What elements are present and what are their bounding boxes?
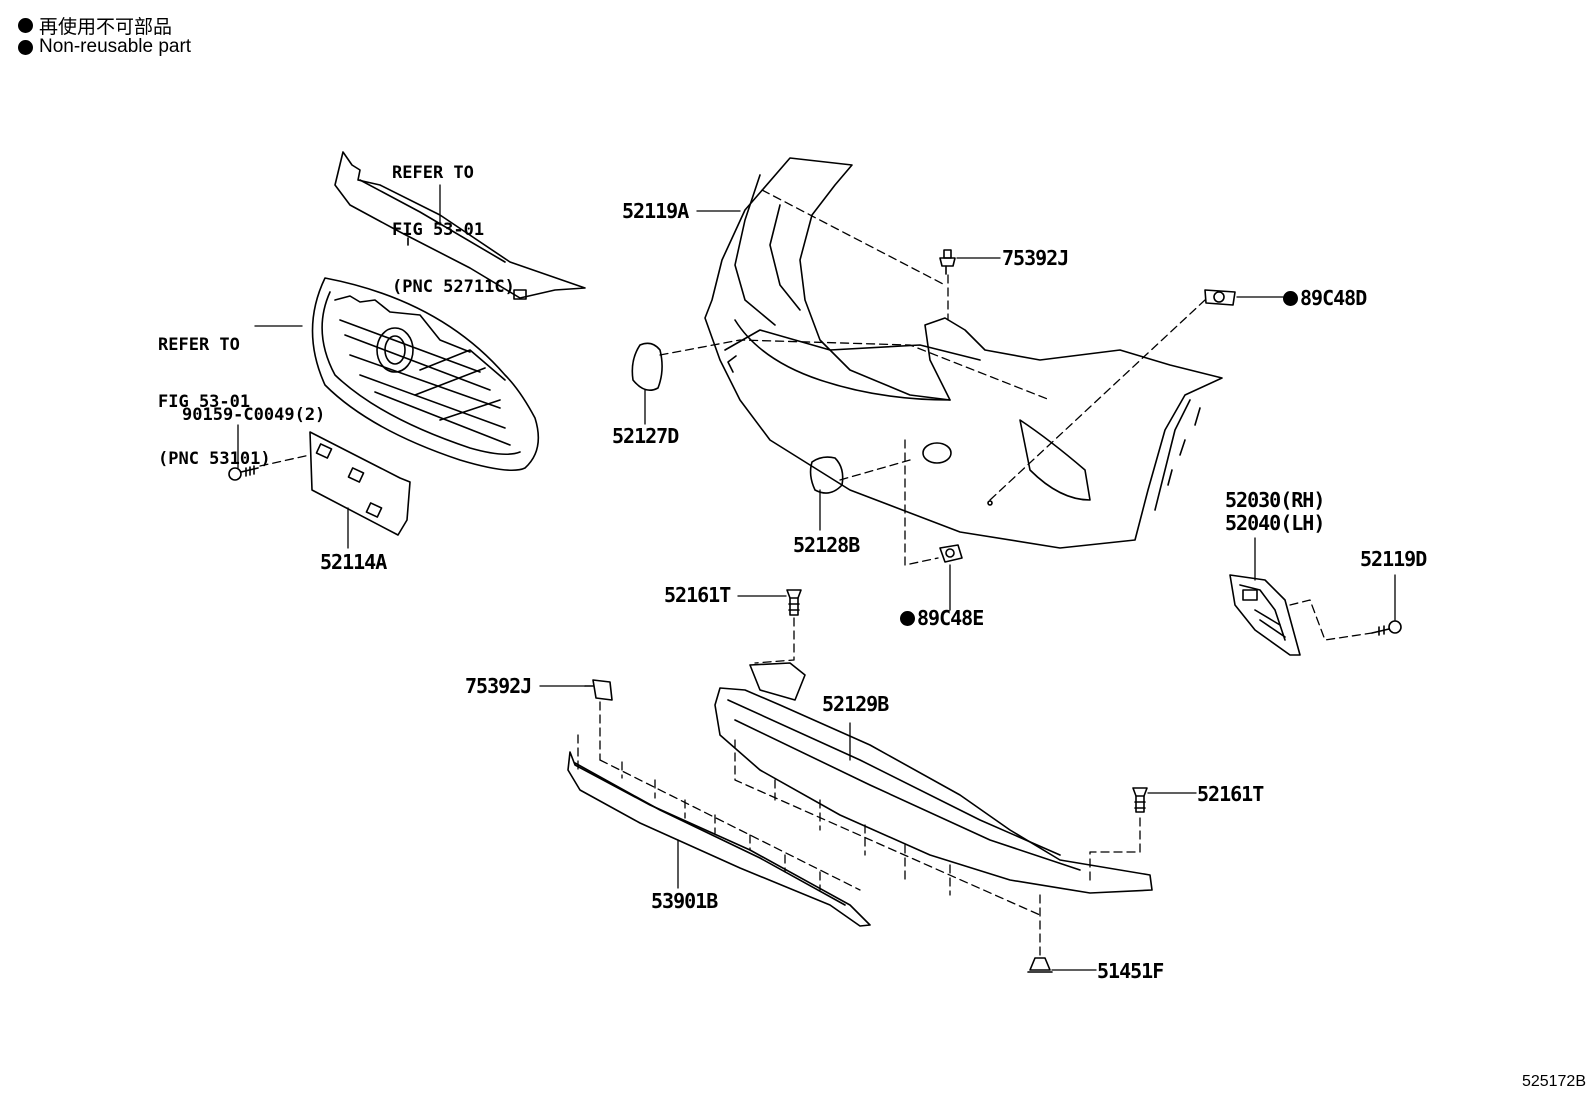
non-reusable-icon: [1283, 291, 1298, 306]
cap-52127D: [631, 342, 663, 391]
part-label-90159: 90159-C0049(2): [182, 405, 326, 425]
refer-note-upper-molding: REFER TO FIG 53-01 (PNC 52711C): [392, 126, 515, 316]
legend-en: Non-reusable part: [18, 36, 191, 58]
screw-90159: [228, 465, 259, 481]
refer-line: FIG 53-01: [392, 220, 485, 240]
clip-89C48D: [1204, 289, 1236, 306]
part-label-52161T-right: 52161T: [1197, 782, 1264, 806]
clip-52161T-top: [786, 589, 802, 616]
license-plate-bracket: [309, 431, 411, 536]
nut-51451F: [1027, 957, 1053, 973]
part-number: 89C48D: [1300, 286, 1367, 310]
upper-grille-molding: [334, 151, 586, 300]
part-label-52127D: 52127D: [612, 424, 679, 448]
part-label-51451F: 51451F: [1097, 959, 1164, 983]
part-label-89C48E: 89C48E: [900, 606, 984, 630]
cap-52128B: [809, 456, 844, 494]
part-label-53901B: 53901B: [651, 889, 718, 913]
part-label-75392J-bottom: 75392J: [465, 674, 532, 698]
non-reusable-icon: [900, 611, 915, 626]
refer-line: REFER TO: [158, 335, 240, 355]
part-label-52119A: 52119A: [622, 199, 689, 223]
part-label-52040: 52040(LH): [1225, 511, 1325, 535]
clip-52161T-right: [1132, 787, 1148, 813]
refer-line: FIG 53-01: [158, 392, 251, 412]
clip-89C48E: [939, 544, 963, 563]
refer-line: (PNC 53101): [158, 449, 271, 469]
non-reusable-bullet-icon: [18, 39, 33, 55]
clip-75392J-top: [939, 249, 956, 275]
part-label-52114A: 52114A: [320, 550, 387, 574]
part-label-52030: 52030(RH): [1225, 488, 1325, 512]
dashed-assembly-lines: [259, 189, 1373, 956]
refer-line: (PNC 52711C): [392, 277, 515, 297]
clip-75392J-bottom: [584, 679, 613, 701]
part-number: 89C48E: [917, 606, 984, 630]
part-label-52119D: 52119D: [1360, 547, 1427, 571]
lower-molding: [567, 751, 871, 927]
non-reusable-bullet-icon: [18, 18, 33, 33]
fog-lamp-cover: [1229, 574, 1301, 656]
part-label-75392J-top: 75392J: [1002, 246, 1069, 270]
legend-jp-text: 再使用不可部品: [39, 17, 173, 38]
part-label-89C48D: 89C48D: [1283, 286, 1367, 310]
part-label-52129B: 52129B: [822, 692, 889, 716]
legend-en-text: Non-reusable part: [39, 36, 192, 57]
refer-note-grille: REFER TO FIG 53-01 (PNC 53101): [158, 298, 271, 488]
radiator-grille: [311, 277, 540, 472]
part-label-52161T-top: 52161T: [664, 583, 731, 607]
figure-id: 525172B: [1521, 1073, 1586, 1090]
leader-lines: [237, 184, 1396, 971]
part-label-52128B: 52128B: [793, 533, 860, 557]
front-bumper-cover: [704, 157, 1223, 549]
screw-52119D: [1371, 620, 1402, 636]
refer-line: REFER TO: [392, 163, 474, 183]
legend-jp: 再使用不可部品: [18, 12, 172, 39]
lower-absorber: [714, 662, 1153, 894]
